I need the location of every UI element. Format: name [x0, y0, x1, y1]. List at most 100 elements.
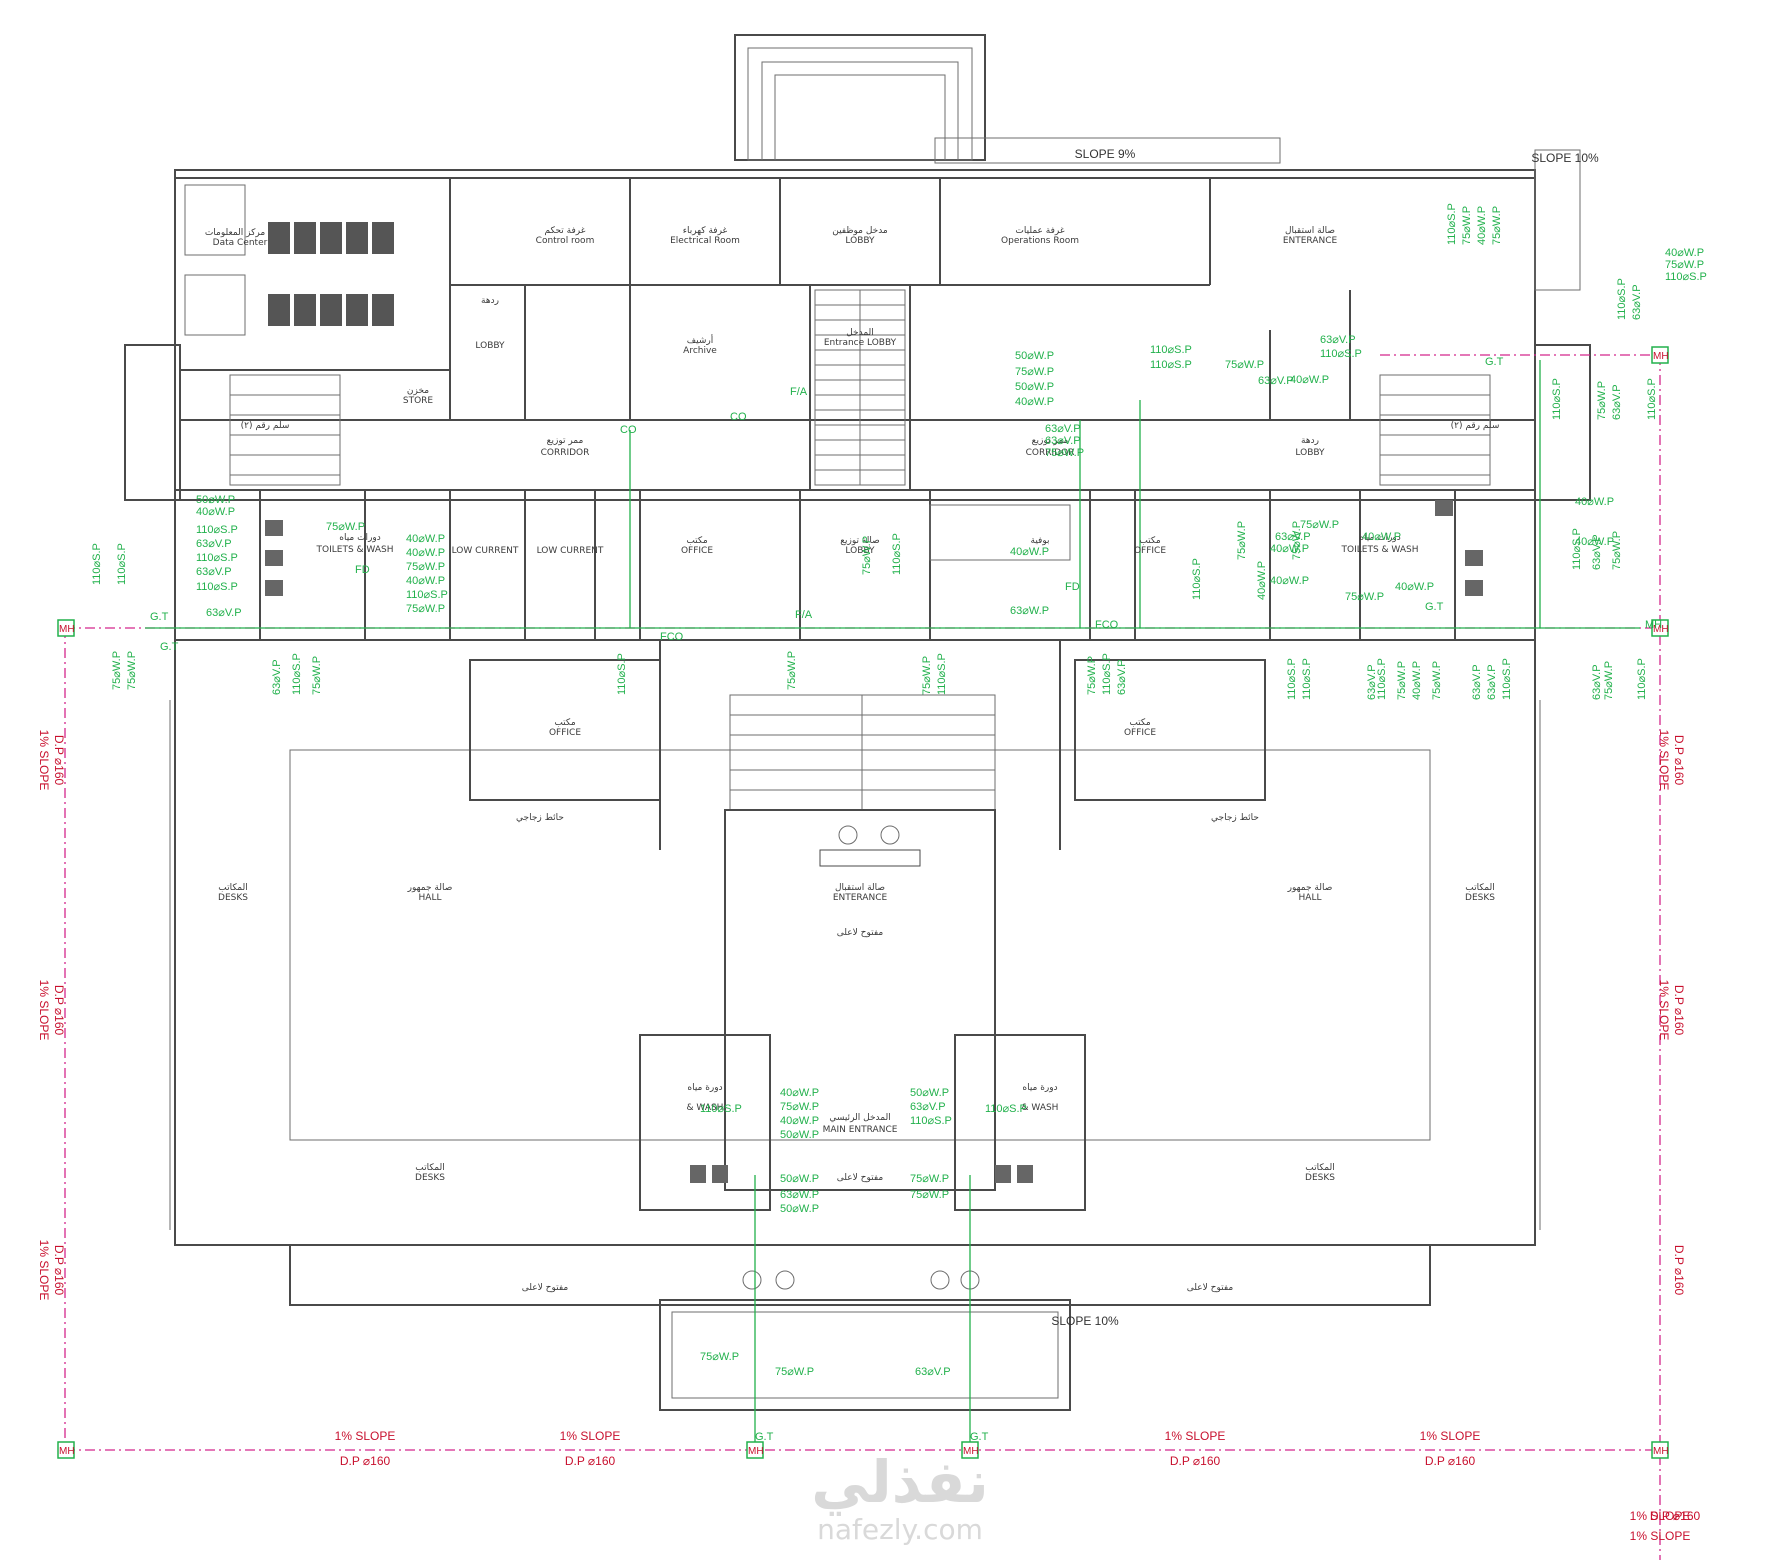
drain-label-d7b: 1% SLOPE	[560, 1429, 621, 1443]
pipe-label-p9: 63⌀V.P	[196, 566, 232, 578]
pipe-label-p14: 40⌀W.P	[406, 547, 445, 559]
room-label-office-right-ar: مكتب	[1139, 536, 1161, 546]
fitting-label: G.T	[1425, 601, 1444, 613]
fitting-label: F/A	[795, 609, 813, 621]
room-label-open-bottom-right: مفتوح لاعلى	[1187, 1283, 1234, 1293]
building-walls	[124, 34, 1591, 1411]
pipe-label-vertical-v13: 110⌀S.P	[936, 653, 948, 695]
pipe-label-p25: 63⌀V.P	[1045, 423, 1081, 435]
room-label-lobby-left-ar: ردهة	[481, 296, 499, 306]
pipe-label-p17: 110⌀S.P	[406, 589, 448, 601]
pipe-label-p35: 40⌀W.P	[1270, 543, 1309, 555]
drain-label-d3b: 1% SLOPE	[37, 1240, 51, 1301]
pipe-label-p1: 40⌀W.P	[1665, 247, 1704, 259]
room-label-toilets-left-ar: دورات مياه	[339, 533, 381, 543]
room-label-operations-en: Operations Room	[1001, 236, 1079, 246]
pipe-label-p18: 75⌀W.P	[406, 603, 445, 615]
pipe-label-p23: 75⌀W.P	[1225, 359, 1264, 371]
drain-label-d10a: D.P ⌀160	[1425, 1454, 1476, 1468]
fitting-label: FCO	[660, 631, 684, 643]
pipe-label-p34: 63⌀V.P	[1275, 531, 1311, 543]
pipe-label-vertical-v21: 110⌀S.P	[1301, 658, 1313, 700]
drain-label-d11a: D.P ⌀160	[1650, 1509, 1701, 1523]
room-label-corridor-right-en: CORRIDOR	[1026, 448, 1075, 458]
pipe-label-p4: 50⌀W.P	[196, 494, 235, 506]
pipe-label-vertical-v39: 63⌀V.P	[1631, 284, 1643, 320]
room-label-corridor-left-ar: ممر توزيع	[547, 436, 584, 446]
pipe-label-p59: 75⌀W.P	[775, 1366, 814, 1378]
room-label-toilets-right-ar: دورات مياه	[1359, 533, 1401, 543]
room-label-lowcurrent2-en: LOW CURRENT	[537, 546, 604, 556]
pipe-label-vertical-v1: 110⌀S.P	[91, 543, 103, 585]
buffet-counter	[929, 504, 1071, 561]
pipe-label-vertical-v24: 110⌀S.P	[1376, 658, 1388, 700]
room-label-office-lower-right-en: OFFICE	[1124, 728, 1156, 738]
entrance-toilet-left	[639, 1034, 771, 1211]
room-label-data-center-ar: مركز المعلومات	[205, 228, 266, 238]
drain-label-d4a: D.P ⌀160	[1672, 735, 1686, 786]
svg-text:MH: MH	[1653, 351, 1669, 362]
pipe-label-p55: 75⌀W.P	[910, 1189, 949, 1201]
pipe-label-vertical-v16: 63⌀V.P	[1116, 659, 1128, 695]
manhole-icon: MH	[1651, 619, 1669, 637]
left-stair	[229, 374, 341, 486]
pipe-label-p43: 40⌀W.P	[1362, 531, 1401, 543]
pipe-label-p8: 110⌀S.P	[196, 552, 238, 564]
pipe-label-vertical-v33: 110⌀S.P	[1636, 658, 1648, 700]
fitting-label: G.T	[755, 1431, 774, 1443]
room-label-office-right-en: OFFICE	[1134, 546, 1166, 556]
pipe-label-p52: 63⌀V.P	[910, 1101, 946, 1113]
drain-label-d2a: D.P ⌀160	[52, 985, 66, 1036]
right-bay	[1534, 344, 1591, 501]
room-label-office-mid-ar: مكتب	[686, 536, 708, 546]
room-label-buffet-ar: بوفية	[1031, 536, 1050, 546]
pipe-label-p32: 40⌀W.P	[1290, 374, 1329, 386]
pipe-label-p56: 110⌀S.P	[700, 1103, 742, 1115]
room-label-lobby-right-en: LOBBY	[1295, 448, 1325, 458]
room-label-desks-right-ar: المكاتب	[1465, 883, 1495, 893]
pipe-label-vertical-v19: 75⌀W.P	[1236, 521, 1248, 560]
pipe-label-p49: 63⌀W.P	[780, 1189, 819, 1201]
drain-label-d6b: 1% SLOPE	[335, 1429, 396, 1443]
pipe-label-p2: 75⌀W.P	[1665, 259, 1704, 271]
room-label-desks-br-ar: المكاتب	[1305, 1163, 1335, 1173]
room-label-wc-left-ar: دورة مياه	[687, 1083, 722, 1093]
drain-label-d11b: 1% SLOPE	[1630, 1529, 1691, 1543]
drain-label-d10b: 1% SLOPE	[1630, 1509, 1691, 1523]
pipe-label-vertical-v31: 63⌀V.P	[1591, 664, 1603, 700]
pipe-label-p24: 63⌀V.P	[1258, 375, 1294, 387]
room-label-reception-ar: صالة استقبال	[1285, 226, 1335, 236]
pipe-label-vertical-v29: 63⌀V.P	[1486, 664, 1498, 700]
pipe-label-vertical-v28: 63⌀V.P	[1471, 664, 1483, 700]
slope-label-slope-top-right: SLOPE 10%	[1531, 151, 1599, 165]
pipe-label-p20: 75⌀W.P	[1015, 366, 1054, 378]
slope-label-slope-bottom: SLOPE 10%	[1051, 1314, 1119, 1328]
slope-label-slope-top: SLOPE 9%	[1075, 147, 1136, 161]
top-canopy	[734, 34, 986, 161]
room-label-lobby-left-en: LOBBY	[475, 341, 505, 351]
pipe-label-p41: 75⌀W.P	[1345, 591, 1384, 603]
pipe-label-p3: 110⌀S.P	[1665, 271, 1707, 283]
room-label-open-above-2: مفتوح لاعلى	[837, 1173, 884, 1183]
room-label-archive-en: Archive	[683, 346, 717, 356]
room-label-reception-en: ENTERANCE	[1283, 236, 1338, 246]
room-label-main-entrance-en: MAIN ENTRANCE	[823, 1125, 898, 1135]
pipe-label-vertical-v41: 75⌀W.P	[1596, 381, 1608, 420]
room-label-office-mid-en: OFFICE	[681, 546, 713, 556]
pipe-label-vertical-v30: 110⌀S.P	[1501, 658, 1513, 700]
pipe-label-p46: 40⌀W.P	[780, 1115, 819, 1127]
room-label-store-en: STORE	[403, 396, 434, 406]
watermark-latin: nafezly.com	[817, 1513, 983, 1546]
pipe-label-p33: 75⌀W.P	[1300, 519, 1339, 531]
room-label-desks-right-en: DESKS	[1465, 893, 1495, 903]
pipe-label-p36: 40⌀W.P	[1270, 575, 1309, 587]
room-label-data-center-en: Data Center	[213, 238, 268, 248]
drain-label-d5b: 1% SLOPE	[1657, 980, 1671, 1041]
pipe-label-vertical-v26: 40⌀W.P	[1411, 661, 1423, 700]
left-toilet-fixtures	[265, 520, 283, 596]
svg-text:MH: MH	[748, 1446, 764, 1457]
pipe-label-p54: 75⌀W.P	[910, 1173, 949, 1185]
manhole-icon: MH	[1651, 346, 1669, 364]
right-stair	[1379, 374, 1491, 486]
